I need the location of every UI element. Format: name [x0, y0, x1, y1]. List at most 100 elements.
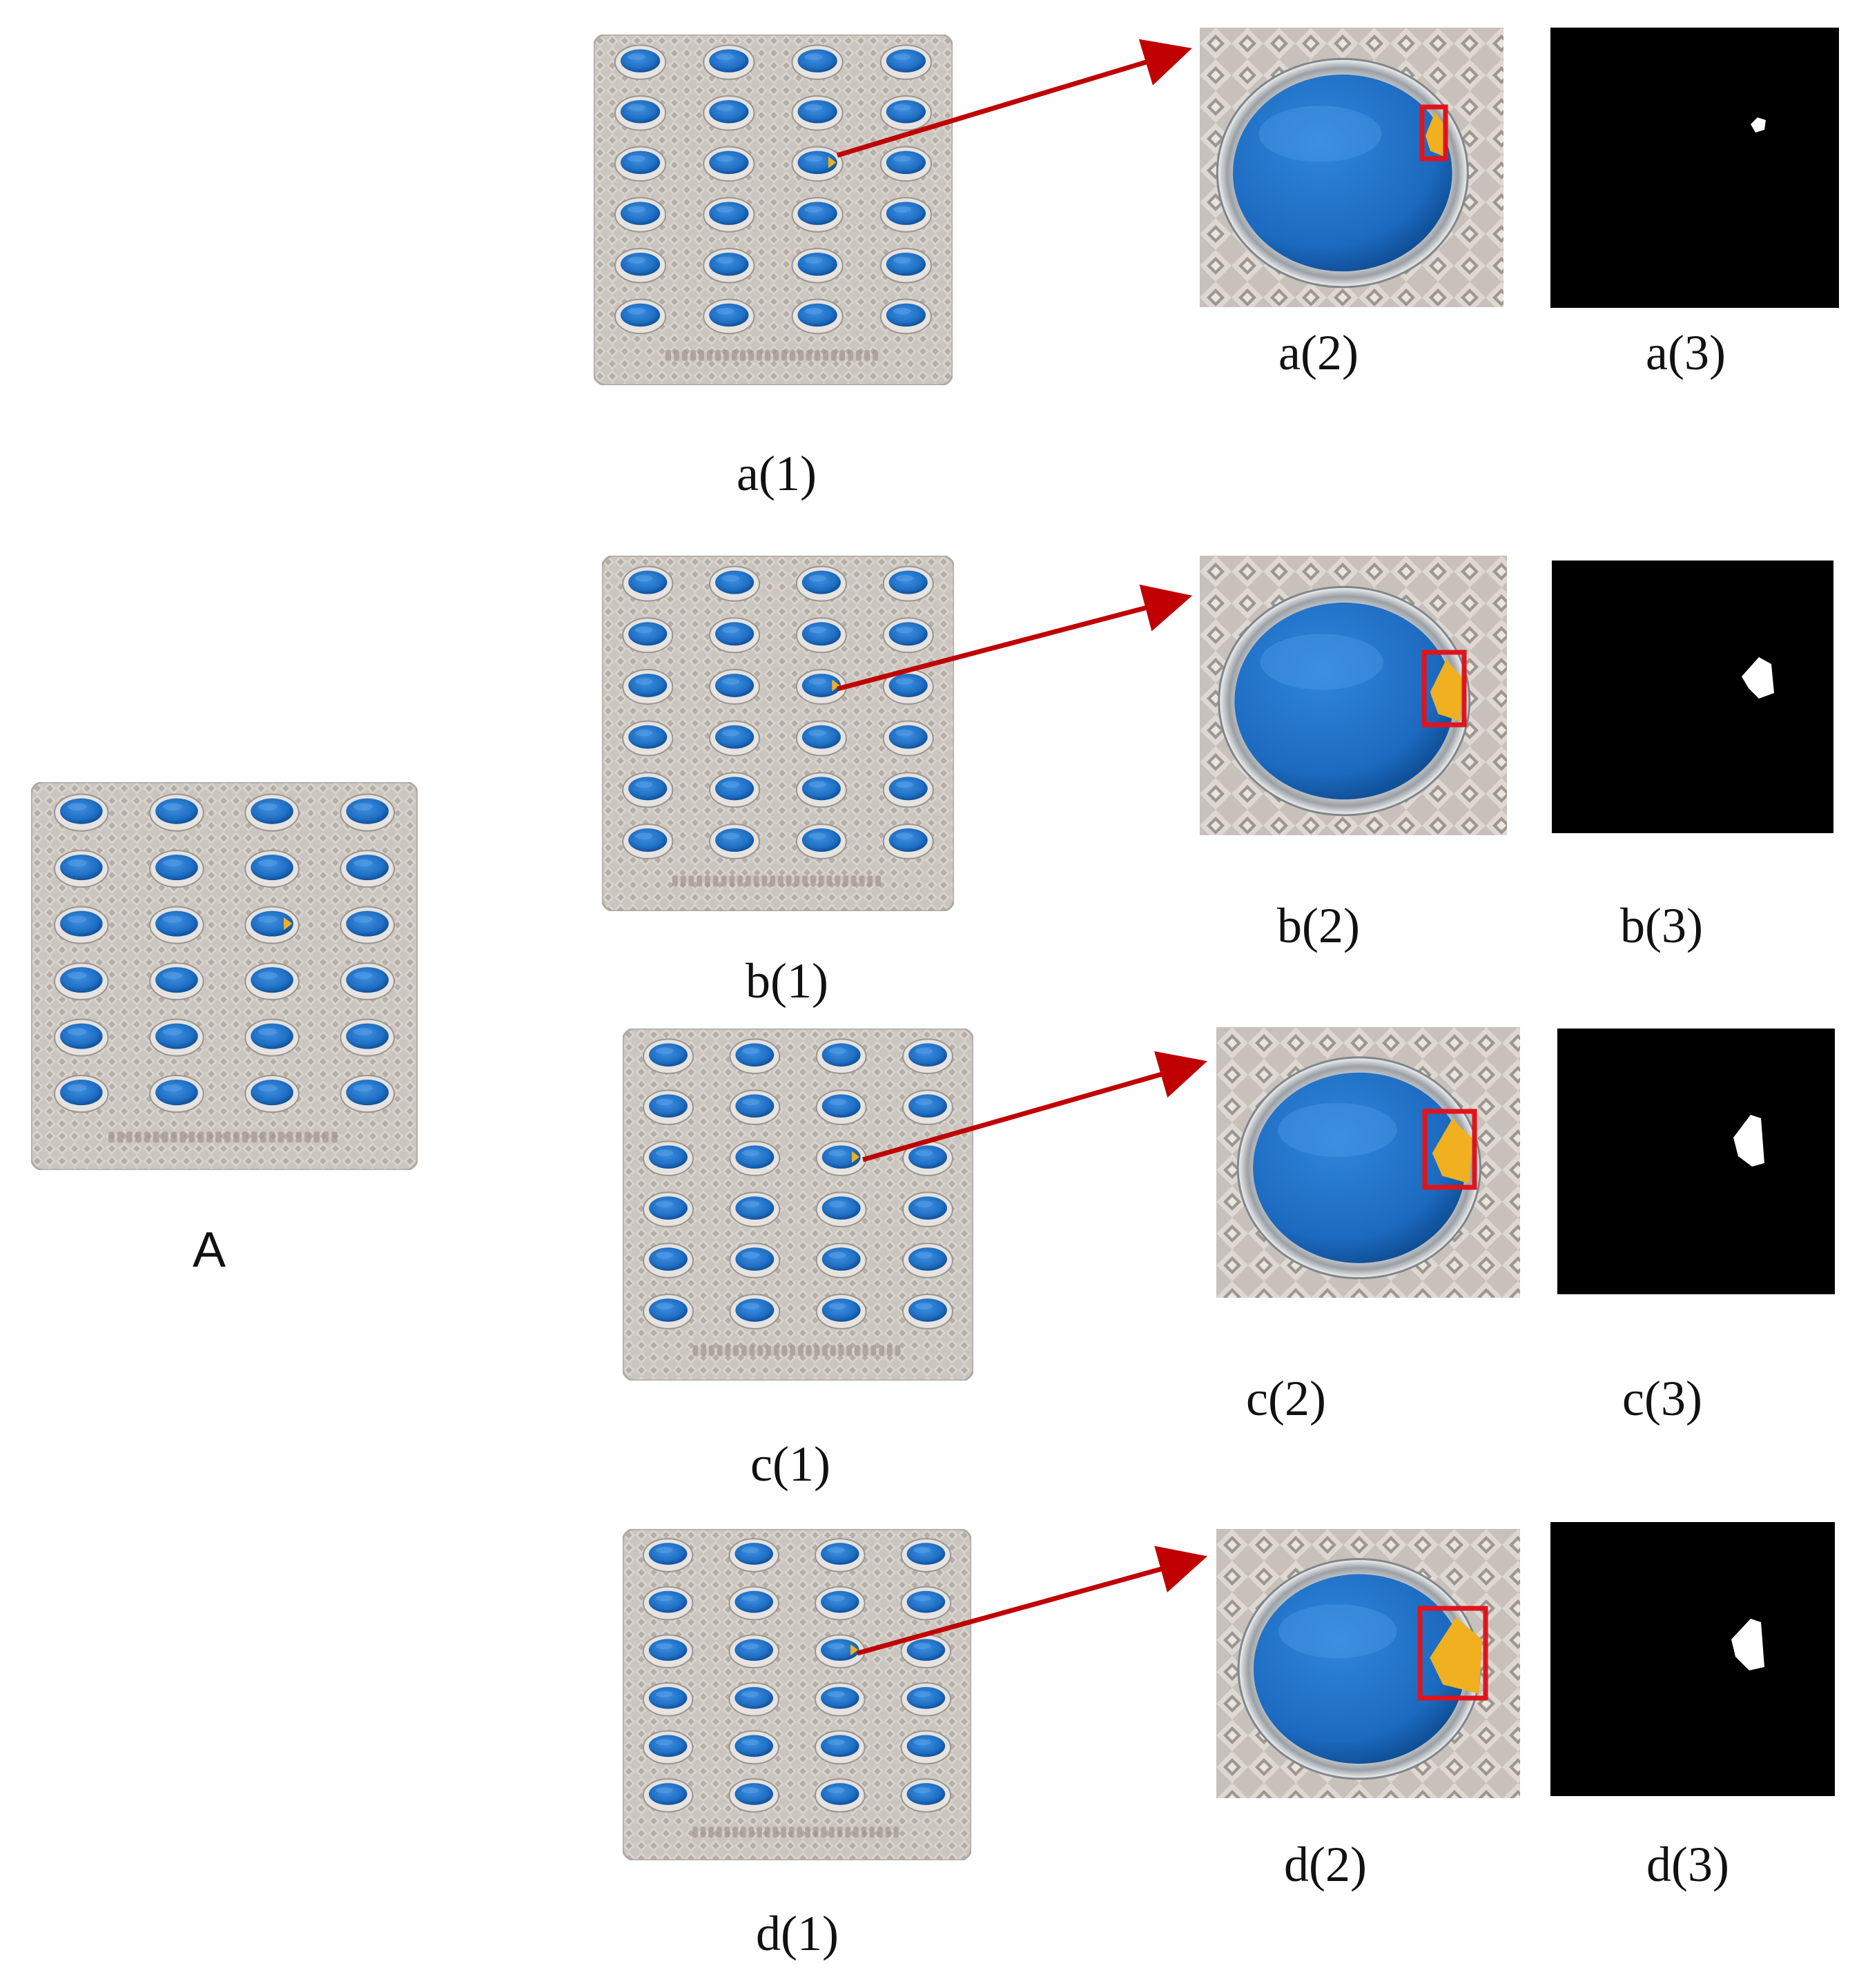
pill: [244, 1018, 300, 1057]
pill: [815, 1294, 867, 1329]
blister-photo-a1: [594, 35, 953, 385]
pill: [642, 1538, 694, 1572]
pill: [244, 850, 300, 888]
mask-image-a3: [1550, 28, 1839, 308]
pill: [642, 1586, 694, 1621]
embossed-print: [692, 1345, 901, 1356]
pill: [729, 1191, 781, 1227]
pill-closeup-photo: [1216, 1529, 1520, 1798]
blister-pack-photo: [31, 782, 418, 1170]
blister-photo-d1: [623, 1529, 971, 1860]
panel-label-c3: c(3): [1622, 1371, 1702, 1426]
blister-photo-c1: [623, 1029, 973, 1381]
pill: [614, 298, 667, 335]
blister-photo-b1: [602, 556, 954, 911]
panel-label-a1: a(1): [737, 446, 817, 501]
pill: [149, 1018, 204, 1057]
pill: [622, 824, 674, 859]
pill: [795, 565, 847, 602]
pill: [791, 95, 844, 131]
pill: [622, 617, 674, 654]
pill: [879, 247, 932, 284]
pill: [709, 720, 761, 757]
pill: [882, 617, 934, 654]
pill: [879, 298, 932, 335]
detection-box: [1417, 1606, 1488, 1701]
pill: [882, 720, 934, 757]
detection-box: [1419, 104, 1448, 162]
panel-label-A: A: [192, 1222, 226, 1278]
pill-closeup-photo: [1200, 28, 1503, 307]
panel-label-c1: c(1): [750, 1436, 830, 1492]
pill: [795, 824, 847, 859]
pill: [902, 1191, 953, 1227]
pill: [244, 1075, 300, 1113]
pill: [882, 824, 934, 859]
pill: [614, 44, 667, 80]
zoom-photo-a2: [1200, 28, 1503, 307]
pill: [642, 1778, 694, 1813]
pill: [614, 146, 667, 182]
mask-image-c3: [1557, 1029, 1835, 1294]
pill: [795, 617, 847, 654]
pill: [642, 1730, 694, 1765]
pill: [728, 1586, 779, 1621]
pill: [244, 793, 300, 832]
pill: [815, 1038, 867, 1075]
pill: [340, 793, 396, 832]
pill: [900, 1682, 952, 1717]
pill: [900, 1730, 952, 1765]
pill: [815, 1682, 866, 1717]
embossed-print: [692, 1826, 899, 1838]
pill: [643, 1294, 694, 1329]
embossed-print: [108, 1131, 338, 1143]
pill: [622, 668, 674, 705]
binary-mask-image: [1550, 1522, 1835, 1796]
pill: [900, 1634, 952, 1669]
embossed-print: [665, 349, 878, 361]
pill: [340, 906, 396, 944]
panel-label-b1: b(1): [746, 953, 828, 1008]
defect-region: [1430, 659, 1463, 721]
pill: [622, 720, 674, 757]
pill: [795, 668, 847, 705]
zoom-photo-b2: [1200, 556, 1507, 835]
pill-closeup-photo: [1200, 556, 1507, 835]
blister-pack-photo: [623, 1529, 971, 1860]
pill: [643, 1089, 694, 1126]
pill: [709, 772, 761, 808]
pill: [815, 1140, 867, 1176]
pill: [728, 1778, 779, 1813]
pill: [882, 565, 934, 602]
detection-box: [1421, 650, 1467, 728]
pill: [815, 1089, 867, 1126]
pill-closeup-photo: [1216, 1027, 1520, 1298]
pill: [244, 906, 300, 944]
blister-pack-photo: [623, 1029, 973, 1381]
pill: [340, 1018, 396, 1057]
panel-label-c2: c(2): [1246, 1371, 1326, 1426]
pill: [149, 906, 204, 944]
pill: [703, 197, 755, 233]
pill: [703, 146, 755, 182]
pill: [703, 247, 755, 284]
pill: [902, 1294, 953, 1329]
blister-photo-A: [31, 782, 418, 1170]
pill: [614, 197, 667, 233]
pill: [340, 962, 396, 1001]
zoom-photo-c2: [1216, 1027, 1520, 1298]
pill: [709, 668, 761, 705]
pill: [879, 95, 932, 131]
pill: [882, 772, 934, 808]
pill: [340, 850, 396, 888]
mask-image-b3: [1552, 561, 1833, 833]
pill: [643, 1191, 694, 1227]
pill: [815, 1730, 866, 1765]
pill: [729, 1038, 781, 1075]
pill: [900, 1778, 952, 1813]
panel-label-d1: d(1): [756, 1906, 839, 1961]
pill: [709, 565, 761, 602]
pill: [902, 1038, 953, 1075]
pill: [703, 298, 755, 335]
pill: [791, 44, 844, 80]
